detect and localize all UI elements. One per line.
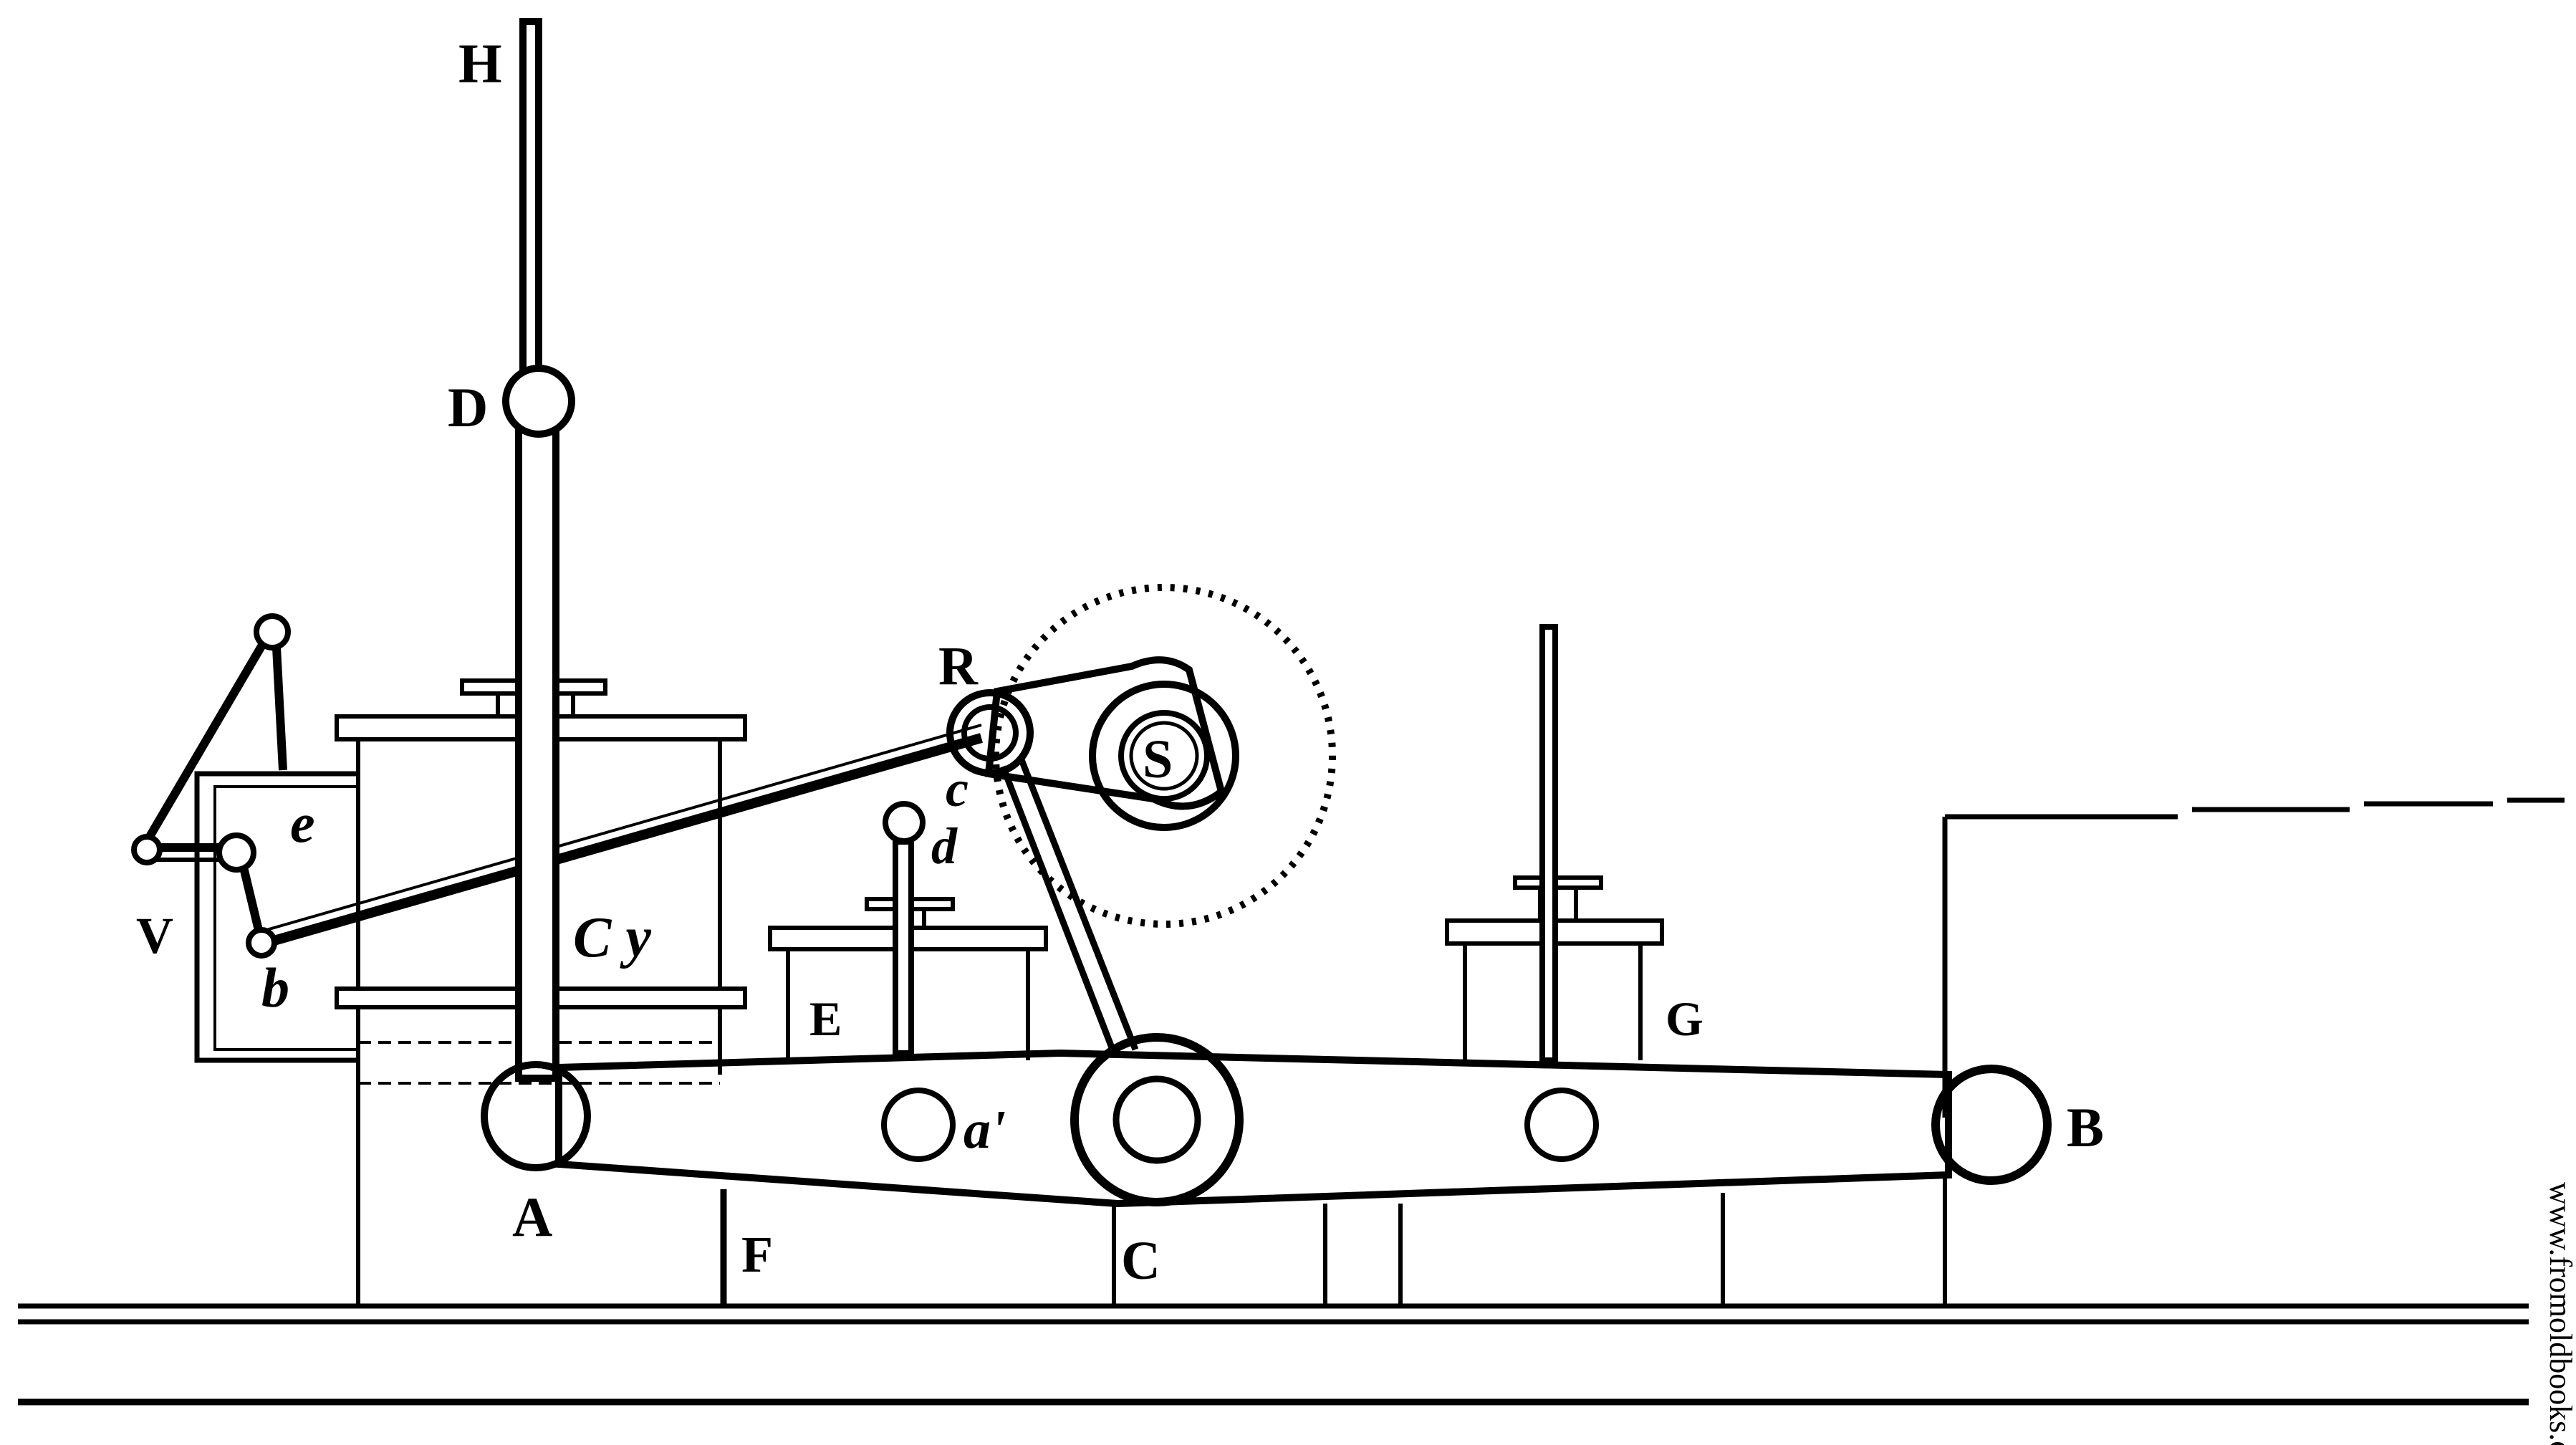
working-beam [481, 1033, 2052, 1208]
label-Cy: C y [573, 906, 651, 969]
pump-E [768, 801, 1048, 1060]
label-B: B [2067, 1096, 2104, 1158]
label-e: e [290, 792, 315, 854]
label-R: R [938, 636, 979, 696]
label-H: H [458, 32, 502, 95]
pump-G [1445, 624, 1664, 1063]
label-F: F [741, 1226, 773, 1283]
support-posts [356, 1067, 1947, 1306]
labels: H D R S c d e V b C y E G A a' B F C [136, 32, 2104, 1291]
right-frame [1942, 797, 2565, 1118]
label-G: G [1666, 992, 1703, 1046]
valve-linkage-joints [131, 613, 291, 959]
label-V: V [136, 907, 173, 964]
watermark-text: www.fromoldbooks.org [2543, 1182, 2576, 1445]
label-E: E [809, 992, 842, 1046]
connecting-rod [999, 757, 1139, 1055]
ground-lines [18, 1303, 2529, 1406]
label-a: a' [963, 1100, 1006, 1160]
label-D: D [448, 376, 488, 438]
flywheel-and-crank [946, 584, 1336, 928]
label-C: C [1121, 1231, 1160, 1291]
piston-rod [502, 18, 575, 1082]
label-S: S [1143, 729, 1173, 789]
label-d: d [931, 817, 958, 875]
label-A: A [512, 1186, 552, 1248]
valve-box [194, 771, 358, 1063]
label-b: b [261, 956, 289, 1019]
label-c: c [946, 760, 969, 817]
